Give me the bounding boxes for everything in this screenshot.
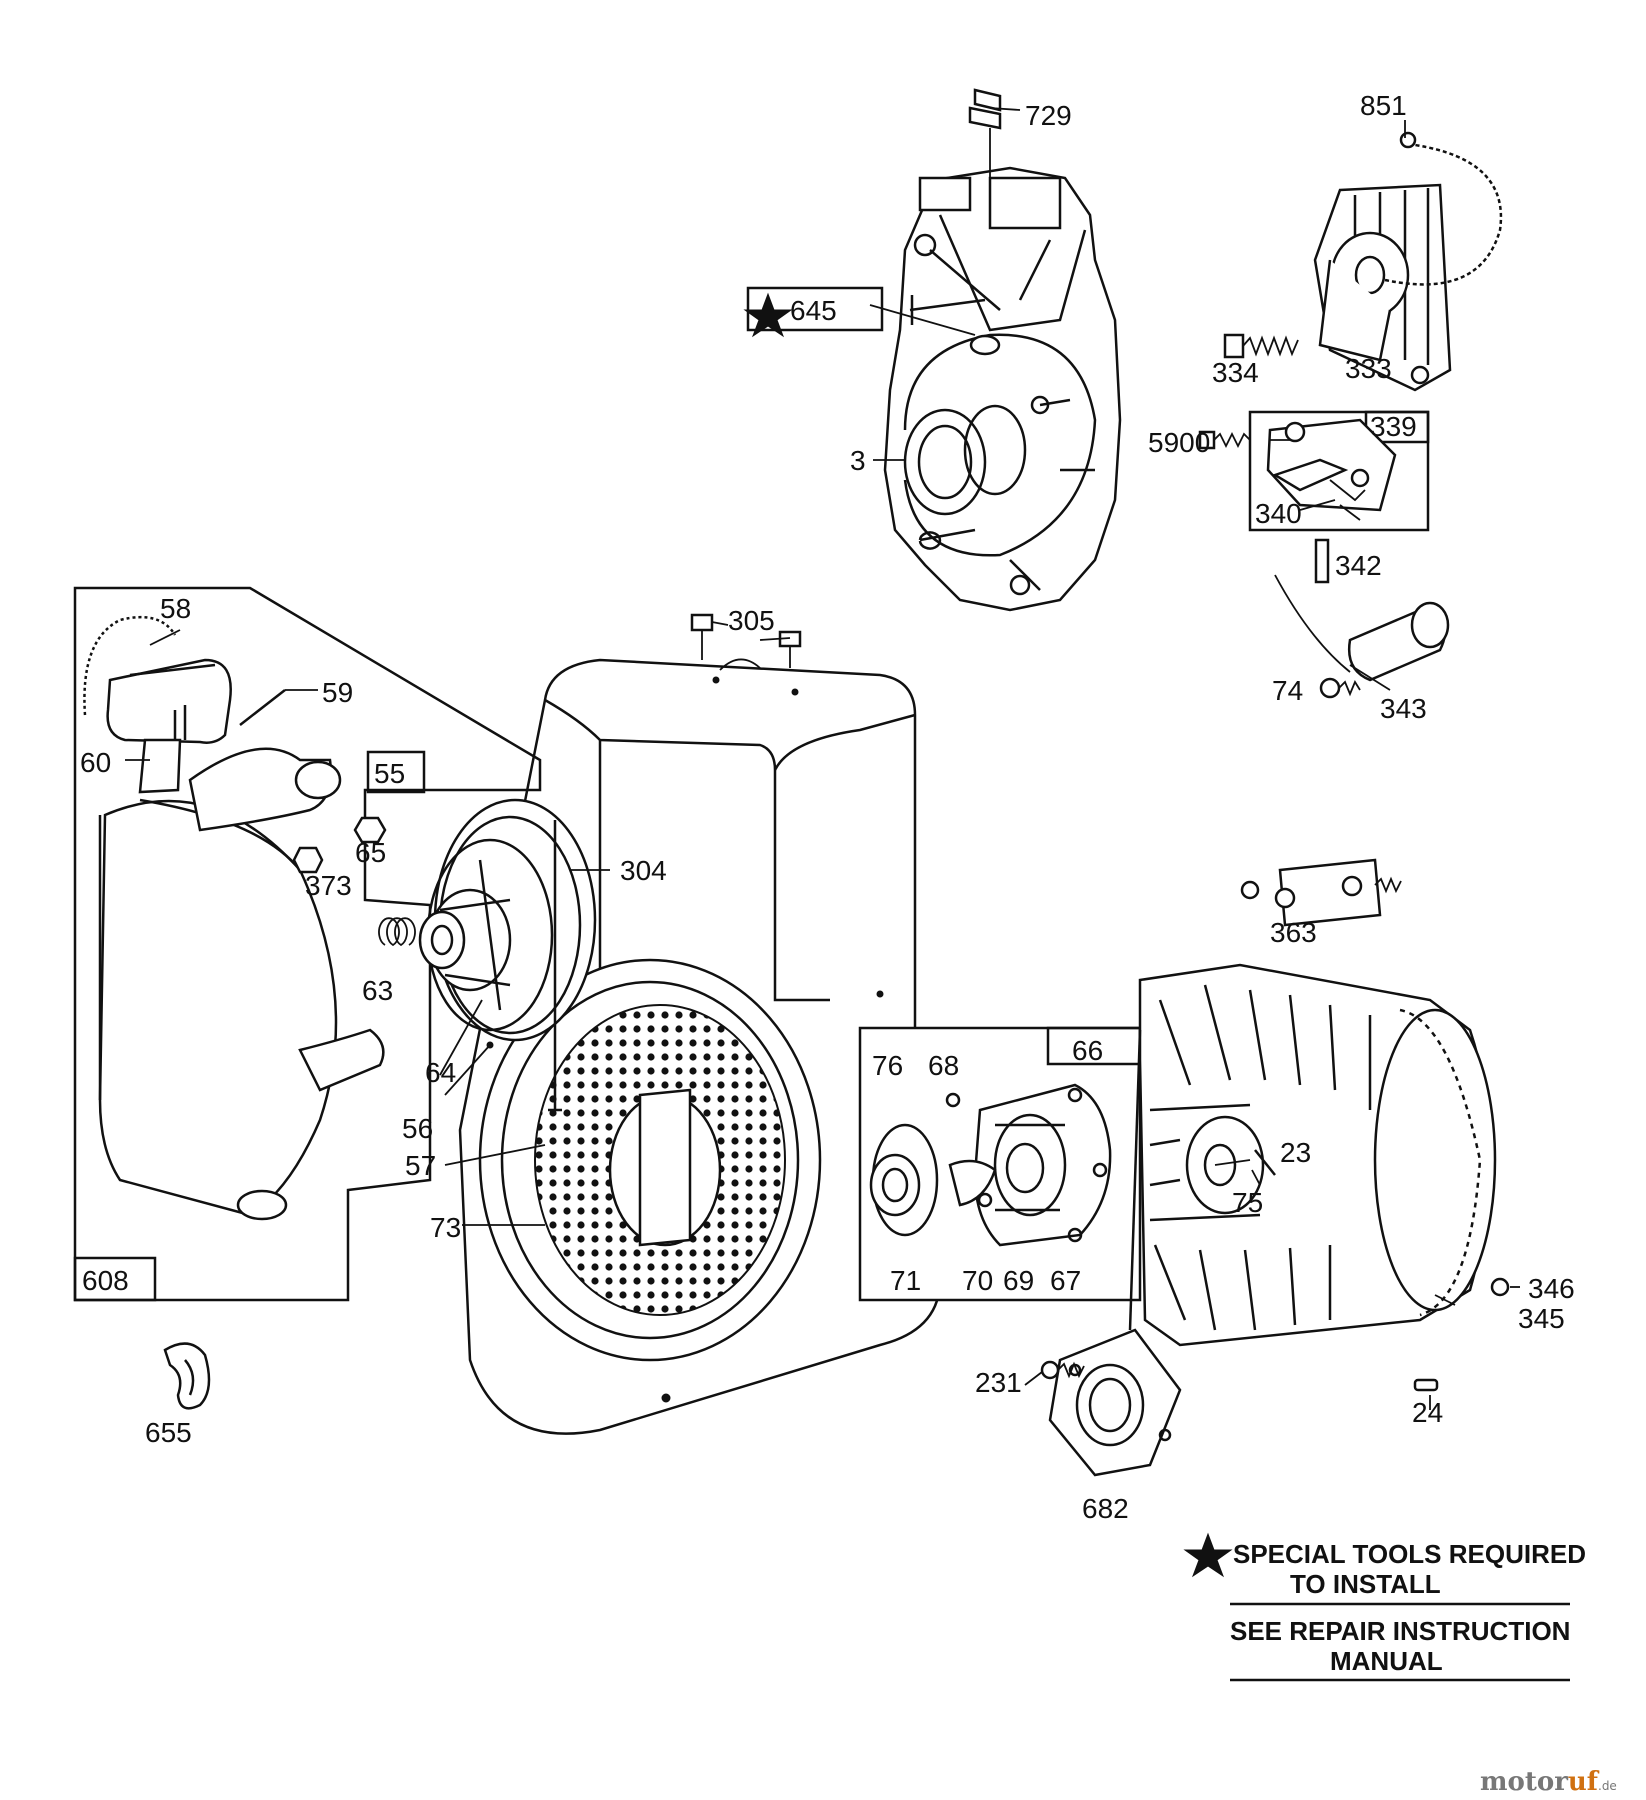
part-label-363: 363 <box>1270 917 1317 948</box>
starter-clutch-drawing <box>858 1026 1142 1302</box>
part-label-55: 55 <box>374 758 405 789</box>
part-label-71: 71 <box>890 1265 921 1296</box>
part-label-64: 64 <box>425 1057 456 1088</box>
repair-note-line1: SEE REPAIR INSTRUCTION <box>1230 1616 1570 1646</box>
part-label-343: 343 <box>1380 693 1427 724</box>
part-label-59: 59 <box>322 677 353 708</box>
part-label-67: 67 <box>1050 1265 1081 1296</box>
part-label-334: 334 <box>1212 357 1259 388</box>
special-tools-note-line1: SPECIAL TOOLS REQUIRED <box>1233 1539 1586 1569</box>
loose-parts-drawing <box>163 1328 1182 1477</box>
part-label-333: 333 <box>1345 353 1392 384</box>
part-label-340: 340 <box>1255 498 1302 529</box>
crankcase-cover-drawing <box>883 88 1122 612</box>
part-label-682: 682 <box>1082 1493 1129 1524</box>
breaker-kit-box <box>1248 410 1430 532</box>
watermark: motoruf.de <box>1480 1767 1617 1797</box>
part-label-339: 339 <box>1370 411 1417 442</box>
star-icon <box>1183 1532 1233 1578</box>
leader-lines <box>125 107 1520 1410</box>
part-label-304: 304 <box>620 855 667 886</box>
part-label-58: 58 <box>160 593 191 624</box>
part-label-66: 66 <box>1072 1035 1103 1066</box>
part-label-305: 305 <box>728 605 775 636</box>
breaker-assembly-drawing <box>1198 410 1450 699</box>
part-label-342: 342 <box>1335 550 1382 581</box>
part-label-60: 60 <box>80 747 111 778</box>
part-label-70: 70 <box>962 1265 993 1296</box>
part-label-56: 56 <box>402 1113 433 1144</box>
part-label-373: 373 <box>305 870 352 901</box>
part-label-346: 346 <box>1528 1273 1575 1304</box>
kit-box-608 <box>73 1256 157 1302</box>
part-label-75: 75 <box>1232 1187 1263 1218</box>
special-tool-box <box>746 286 884 332</box>
starter-kit-outline <box>73 586 542 1302</box>
part-label-76: 76 <box>872 1050 903 1081</box>
special-tools-note-line2: TO INSTALL <box>1290 1569 1441 1599</box>
part-label-57: 57 <box>405 1150 436 1181</box>
part-label-345: 345 <box>1518 1303 1565 1334</box>
part-label-645: 645 <box>790 295 837 326</box>
part-label-5900: 5900 <box>1148 427 1210 458</box>
armature-drawing <box>1223 131 1503 392</box>
star-icon <box>743 292 793 338</box>
kit-box-55 <box>366 750 426 794</box>
part-label-24: 24 <box>1412 1397 1443 1428</box>
part-label-3: 3 <box>850 445 866 476</box>
part-label-65: 65 <box>355 837 386 868</box>
part-label-729: 729 <box>1025 100 1072 131</box>
repair-note-line2: MANUAL <box>1330 1646 1443 1676</box>
part-label-23: 23 <box>1280 1137 1311 1168</box>
rewind-starter-drawing <box>73 586 597 1302</box>
flywheel-drawing <box>1128 858 1510 1392</box>
part-label-69: 69 <box>1003 1265 1034 1296</box>
part-label-68: 68 <box>928 1050 959 1081</box>
part-label-655: 655 <box>145 1417 192 1448</box>
svg-text:motoruf.de: motoruf.de <box>1480 1767 1617 1797</box>
part-label-73: 73 <box>430 1212 461 1243</box>
part-label-231: 231 <box>975 1367 1022 1398</box>
part-label-851: 851 <box>1360 90 1407 121</box>
part-label-63: 63 <box>362 975 393 1006</box>
part-label-608: 608 <box>82 1265 129 1296</box>
part-label-74: 74 <box>1272 675 1303 706</box>
